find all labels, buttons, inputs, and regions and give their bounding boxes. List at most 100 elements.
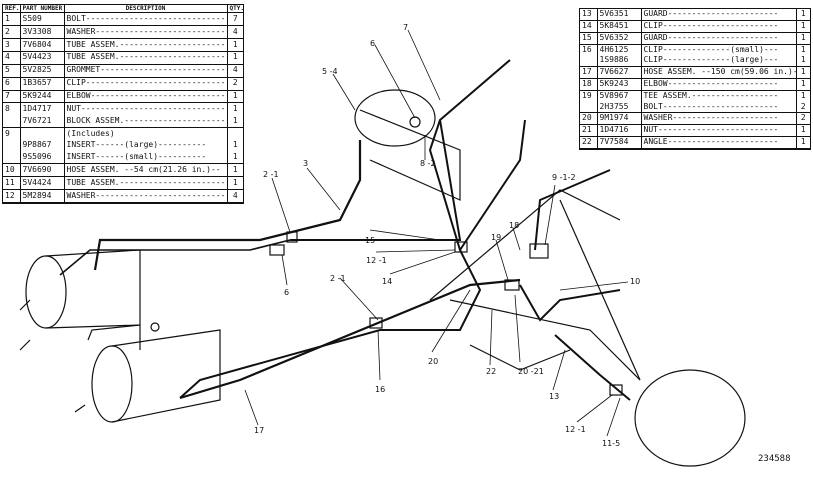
header-part: PART NUMBER (20, 5, 65, 13)
qty-cell: 1 (796, 136, 810, 149)
part-number-cell: 5V8967 (597, 90, 642, 102)
description-cell: WASHER---------------------- (641, 112, 797, 126)
qty-cell: 4 (227, 189, 243, 204)
callout-5-4: 5 -4 (322, 67, 338, 76)
qty-cell: 1 (796, 66, 810, 79)
callout-15: 15 (365, 236, 375, 245)
tube-4 (290, 59, 511, 241)
ref-cell (3, 151, 21, 165)
ref-cell: 22 (580, 136, 598, 149)
ref-cell: 5 (3, 64, 21, 78)
ref-cell: 19 (580, 90, 598, 102)
part-number-cell: 5K8451 (597, 20, 642, 33)
part-number-cell: 1B3657 (20, 77, 65, 91)
part-number-cell: 9P8867 (20, 139, 65, 152)
description-cell: TUBE ASSEM.------------------------ (64, 176, 228, 190)
ref-cell: 2 (3, 25, 21, 39)
description-cell: GUARD----------------------- (641, 9, 797, 21)
description-cell: INSERT------(large)---------- (64, 139, 228, 152)
parts-list-left: REF. NO. PART NUMBER DESCRIPTION QTY. 1 S… (2, 4, 244, 204)
qty-cell: 4 (227, 25, 243, 39)
ref-cell: 7 (3, 90, 21, 104)
description-cell: TEE ASSEM.------------------ (641, 90, 797, 102)
description-cell: CLIP--------------(small)--- (641, 44, 797, 56)
description-cell: CLIP------------------------------ (64, 77, 228, 91)
part-number-cell: 7V6721 (20, 115, 65, 128)
part-number-cell: 9M1974 (597, 112, 642, 126)
ref-cell: 6 (3, 77, 21, 91)
callout-9-1-2: 9 -1-2 (552, 173, 576, 182)
qty-cell: 2 (796, 101, 810, 114)
part-number-cell: 7V6804 (20, 38, 65, 52)
ref-cell: 21 (580, 124, 598, 137)
table-header: REF. NO. PART NUMBER DESCRIPTION QTY. (3, 5, 243, 13)
description-cell: WASHER---------------------------- (64, 25, 228, 39)
callout-2-1-left: 2 -1 (263, 170, 279, 179)
callout-11-5: 11-5 (602, 439, 620, 448)
qty-cell (227, 127, 243, 139)
callout-8-2: 8 -2 (420, 159, 436, 168)
callout-2-1-mid: 2 -1 (330, 274, 346, 283)
description-cell: CLIP------------------------ (641, 20, 797, 33)
ref-cell: 4 (3, 51, 21, 65)
part-number-cell: 7V6690 (20, 163, 65, 177)
table-row: 9P8867 INSERT------(large)---------- 1 (3, 139, 243, 152)
callout-6-top: 6 (370, 39, 375, 48)
qty-cell: 1 (796, 55, 810, 68)
callout-7: 7 (403, 23, 408, 32)
ref-cell: 11 (3, 176, 21, 190)
ref-cell: 13 (580, 9, 598, 21)
qty-cell: 1 (800, 44, 806, 54)
brake-chamber-upper (354, 89, 461, 201)
ref-cell: 8 (3, 102, 21, 116)
callout-22: 22 (486, 367, 496, 376)
qty-cell: 1 (227, 176, 243, 190)
qty-cell: 1 (227, 163, 243, 177)
qty-cell: 2 (227, 77, 243, 91)
part-number-cell: 5V6351 (597, 9, 642, 21)
qty-cell: 1 (796, 124, 810, 137)
part-number-cell: 1S9886 (597, 55, 642, 68)
ref-cell: 14 (580, 20, 598, 33)
part-number-cell: 5V4424 (20, 176, 65, 190)
ref-cell: 16 (580, 44, 598, 56)
part-number-cell: 5M2894 (20, 189, 65, 204)
part-number-cell (20, 127, 65, 140)
description-cell: (Includes) (64, 127, 228, 140)
description-cell: HOSE ASSEM. --150 cm(59.06 in.)-- (641, 66, 797, 79)
callout-20: 20 (428, 357, 438, 366)
ref-cell (580, 55, 598, 68)
qty-cell: 1 (800, 90, 806, 100)
description-cell: TUBE ASSEM.------------------------ (64, 51, 228, 65)
table-row: 9(Includes) (3, 127, 243, 140)
description-cell: INSERT------(small)---------- (64, 151, 228, 165)
callout-6-left: 6 (284, 288, 289, 297)
description-cell: TUBE ASSEM.------------------------ (64, 38, 228, 52)
air-tank-front (87, 324, 221, 423)
ref-cell (3, 115, 21, 128)
part-number-cell: 1D4716 (597, 124, 642, 137)
qty-cell: 1 (232, 140, 238, 150)
ref-cell: 15 (580, 32, 598, 45)
part-number-cell: 5K9243 (597, 78, 642, 91)
qty-cell: 4 (227, 64, 243, 78)
qty-cell: 7 (227, 12, 243, 26)
part-number-cell: 4H6125 (597, 44, 642, 56)
description-cell: WASHER---------------------------- (64, 189, 228, 204)
part-number-cell: S509 (20, 12, 65, 26)
callout-18: 18 (509, 221, 519, 230)
callout-19: 19 (491, 233, 501, 242)
tube-right (459, 119, 526, 251)
description-cell: NUT------------------------------- (64, 102, 228, 116)
